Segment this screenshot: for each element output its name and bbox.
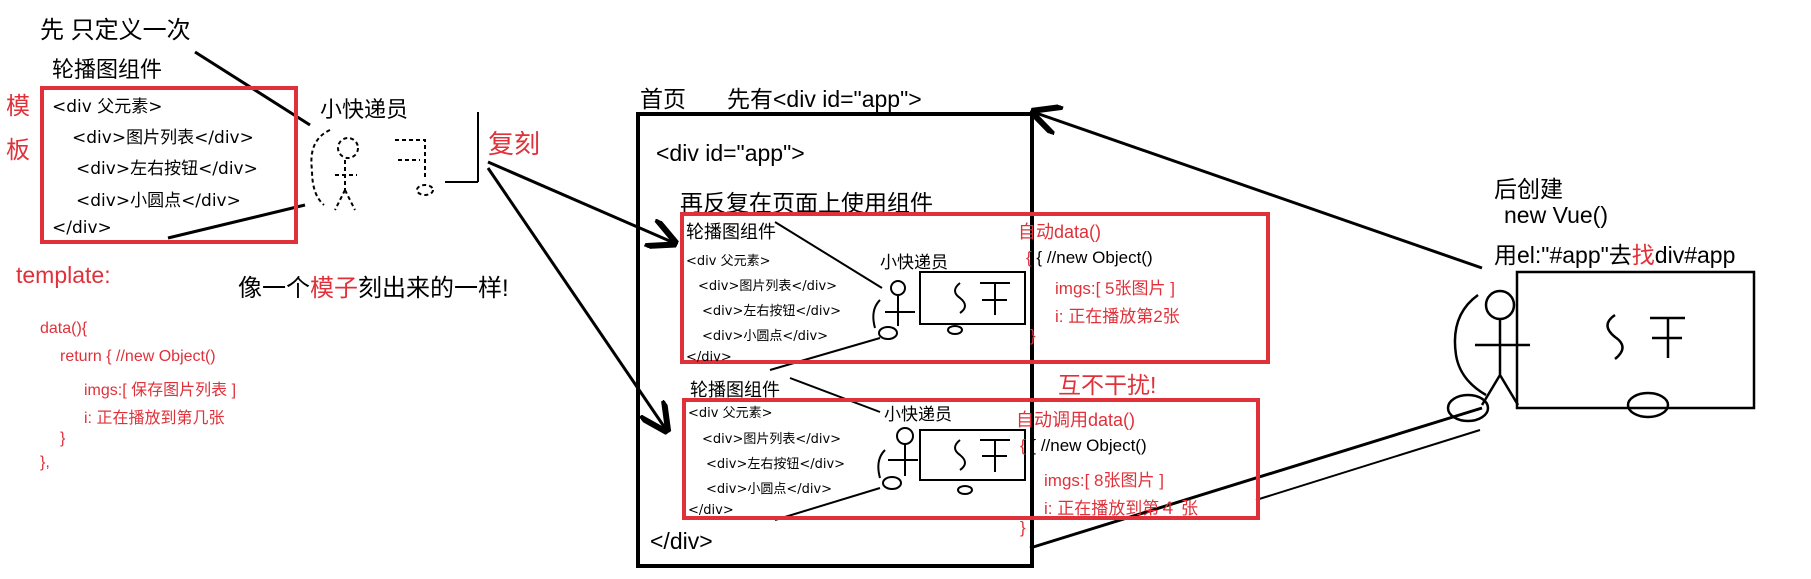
template-line: <div>图片列表</div>	[72, 128, 254, 148]
data-line: }	[60, 430, 66, 447]
instance-line: <div>左右按钮</div>	[702, 304, 842, 319]
courier-sketch	[310, 129, 434, 211]
instance-line: <div>图片列表</div>	[698, 279, 838, 294]
pointer-line	[789, 377, 881, 413]
copy-arrow-1	[487, 160, 672, 242]
instance-data-line: i: 正在播放到第４ 张	[1044, 499, 1198, 518]
instance-data-header: 自动调用data()	[1016, 410, 1136, 430]
copy-arrow-2	[486, 167, 665, 428]
no-interfere-label: 互不干扰!	[1058, 372, 1157, 398]
pointer-line	[774, 221, 883, 289]
instance-line: <div>左右按钮</div>	[706, 457, 846, 472]
mold-text-post: 刻出来的一样!	[358, 275, 509, 302]
instance-data-line: i: 正在播放第2张	[1055, 307, 1180, 326]
instance-data-line: }	[1020, 518, 1026, 537]
reuse-label: 再反复在页面上使用组件	[680, 190, 933, 216]
instance-line: </div>	[688, 503, 734, 518]
template-box	[40, 86, 298, 244]
component-instance-2	[682, 398, 1260, 520]
vue-line	[1255, 429, 1481, 501]
instance-data-header: 自动data()	[1018, 222, 1102, 242]
instance-data-line: { { //new Object()	[1020, 436, 1147, 455]
new-vue-label: new Vue()	[1504, 202, 1608, 228]
template-line: </div>	[52, 218, 112, 238]
component-title: 轮播图组件	[52, 57, 163, 82]
pointer-line	[769, 337, 881, 371]
courier-label: 小快递员	[320, 97, 409, 122]
pointer-line	[774, 487, 881, 521]
app-open-tag: <div id="app">	[656, 140, 805, 166]
pointer-line	[167, 203, 306, 240]
instance-data-line: imgs:[ 8张图片 ]	[1044, 471, 1164, 490]
instance-data-text: { //new Object()	[1030, 436, 1147, 455]
mold-text-emph: 模子	[310, 275, 358, 302]
instance-courier: 小快递员	[880, 253, 948, 272]
el-emph: 找	[1631, 242, 1655, 268]
courier-sketch	[877, 427, 1026, 495]
instance-data-line: }	[1030, 326, 1036, 345]
instance-title: 轮播图组件	[686, 222, 776, 242]
component-instance-1	[680, 212, 1270, 364]
instance-data-text: { //new Object()	[1036, 248, 1153, 267]
data-line: data(){	[40, 320, 88, 337]
data-line: return { //new Object()	[60, 348, 216, 365]
template-side-label-2: 板	[6, 137, 30, 164]
courier-sketch	[872, 271, 1026, 340]
copy-label: 复刻	[488, 129, 541, 159]
template-line: <div 父元素>	[52, 97, 163, 117]
instance-line: </div>	[686, 350, 732, 365]
courier-sketch	[1446, 270, 1756, 423]
instance-data-line: imgs:[ 5张图片 ]	[1055, 279, 1175, 298]
template-line: <div>左右按钮</div>	[76, 159, 258, 179]
instance-line: <div>图片列表</div>	[702, 432, 842, 447]
instance-courier: 小快递员	[884, 405, 952, 424]
template-side-label-1: 模	[6, 93, 30, 120]
data-line: imgs:[ 保存图片列表 ]	[84, 382, 237, 399]
data-line: },	[40, 454, 50, 471]
instance-line: <div>小圆点</div>	[702, 329, 829, 344]
instance-line: <div 父元素>	[686, 254, 771, 269]
app-close-tag: </div>	[650, 528, 713, 554]
el-selector-label: 用el:"#app"去找div#app	[1494, 236, 1735, 270]
mold-text: 像一个模子刻出来的一样!	[238, 268, 509, 303]
template-line: <div>小圆点</div>	[76, 191, 241, 211]
app-container	[636, 112, 1034, 568]
el-post: div#app	[1654, 242, 1736, 268]
instance-line: <div>小圆点</div>	[706, 482, 833, 497]
first-label: 先有<div id="app">	[727, 86, 922, 112]
template-label: template:	[16, 262, 111, 288]
instance-line: <div 父元素>	[688, 406, 773, 421]
later-label: 后创建	[1494, 176, 1563, 202]
el-pre: 用el:"#app"去	[1494, 242, 1632, 268]
data-line: i: 正在播放到第几张	[84, 410, 225, 427]
page-label: 首页	[640, 86, 686, 112]
top-note: 先 只定义一次	[40, 17, 191, 44]
instance-title: 轮播图组件	[690, 380, 780, 400]
mold-text-pre: 像一个	[238, 275, 310, 302]
find-app-arrow	[1036, 113, 1483, 270]
instance-data-line: { { //new Object()	[1026, 248, 1153, 267]
